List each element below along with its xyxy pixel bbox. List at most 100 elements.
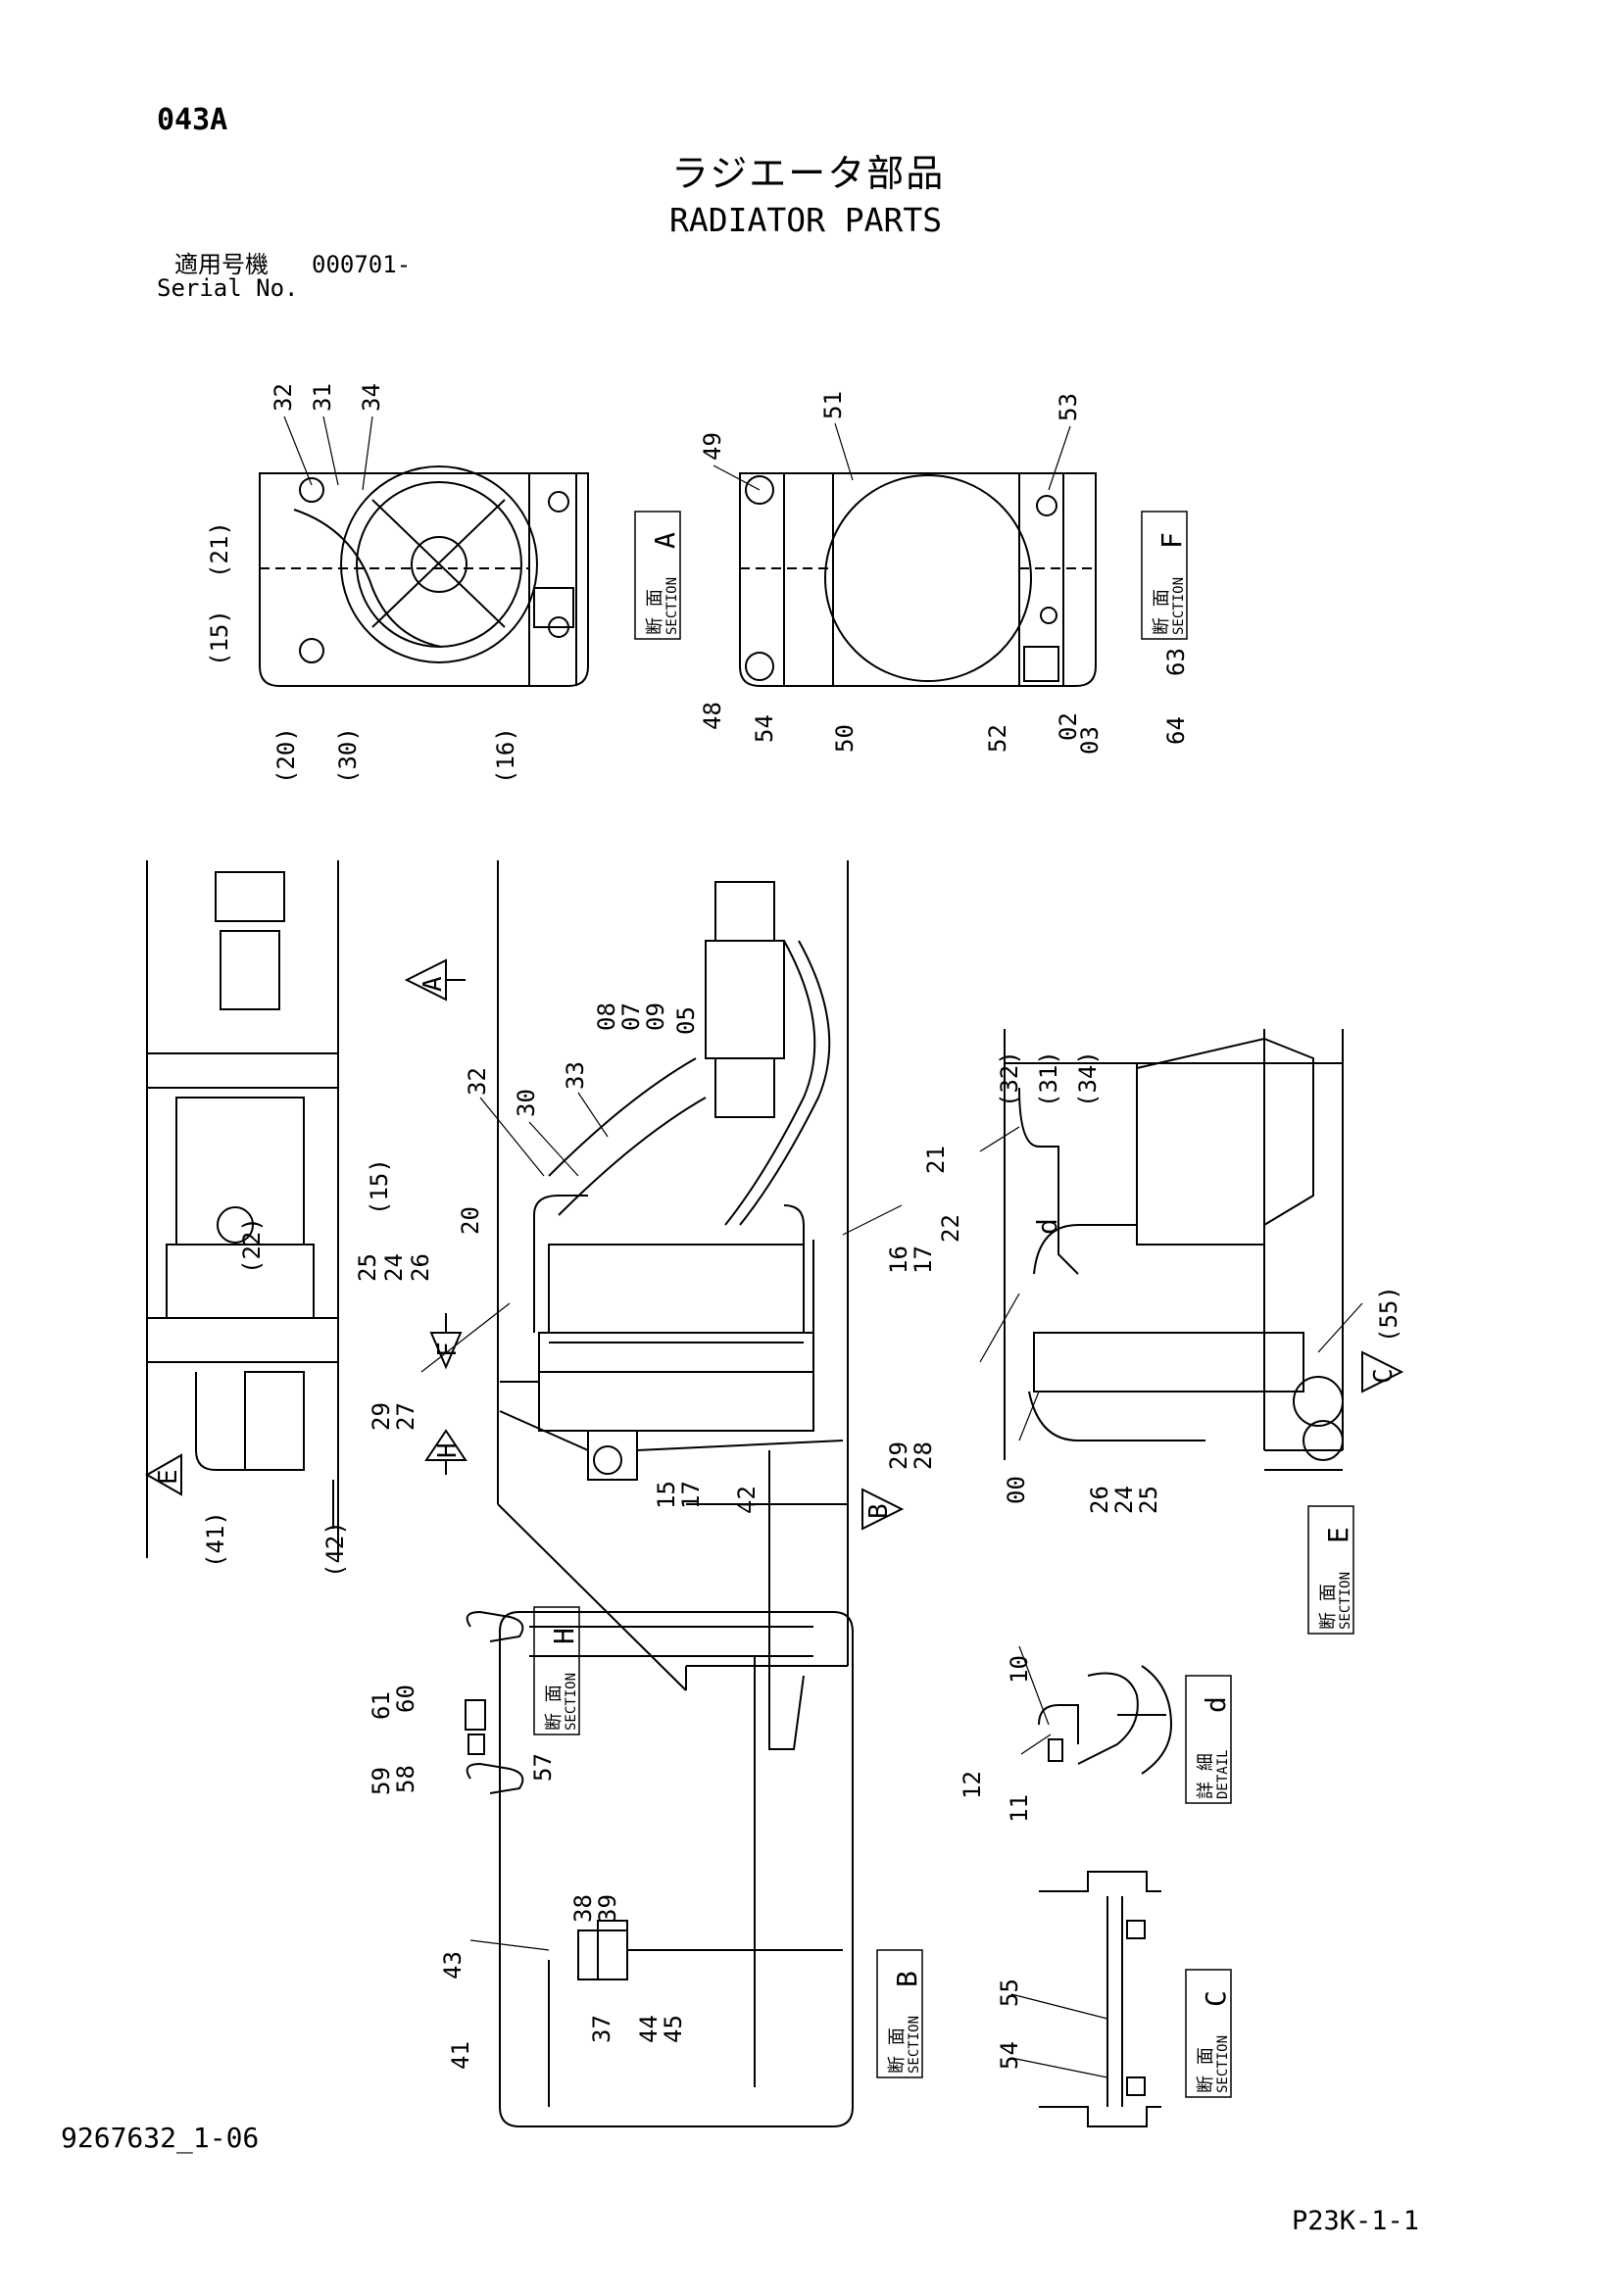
section-c-view: [1039, 1871, 1161, 2127]
view-arrow-b-label: B: [864, 1503, 894, 1519]
section-e-jp: 断 面: [1318, 1584, 1339, 1630]
callout: 10: [1006, 1655, 1033, 1684]
section-e-label-box: [1307, 1505, 1354, 1635]
section-b-en: SECTION: [907, 2016, 922, 2074]
callout: 27: [392, 1402, 419, 1431]
view-arrow-a-label: A: [418, 976, 448, 992]
callout: 58: [392, 1765, 419, 1793]
view-arrow-b: [861, 1488, 905, 1531]
callout: 54: [996, 2041, 1023, 2070]
section-a-view: [259, 465, 589, 687]
callout: 44: [635, 2015, 663, 2043]
callout: (31): [1035, 1050, 1062, 1107]
section-b-label-box: [876, 1949, 923, 2078]
page-reference: P23K-1-1: [1292, 2206, 1420, 2236]
callout: 29: [368, 1402, 395, 1431]
callout: (16): [492, 727, 519, 784]
section-f-label-box: [1141, 511, 1188, 640]
callout: 02: [1055, 712, 1082, 741]
callout: 20: [457, 1206, 484, 1235]
main-assembly-view: [497, 860, 849, 1750]
callout: (30): [334, 727, 362, 784]
view-arrow-a: [404, 958, 466, 1001]
view-arrow-h: [424, 1429, 467, 1475]
callout: 21: [922, 1146, 950, 1174]
section-h-letter: H: [548, 1628, 580, 1644]
callout: 26: [407, 1253, 434, 1282]
callout: 09: [642, 1002, 669, 1031]
callout: 41: [447, 2041, 474, 2070]
section-a-label-box: [634, 511, 681, 640]
callout: 52: [984, 724, 1011, 753]
section-f-en: SECTION: [1171, 577, 1187, 635]
section-a-letter: A: [649, 532, 681, 549]
detail-d-view: [1038, 1665, 1173, 1775]
callout: 07: [617, 1002, 645, 1031]
section-h-label-box: [533, 1606, 580, 1735]
callout: 57: [529, 1753, 557, 1782]
callout: 25: [354, 1253, 381, 1282]
page-code: 043A: [157, 103, 228, 137]
view-arrow-f-label: F: [433, 1342, 463, 1357]
callout: 24: [1110, 1486, 1138, 1514]
section-h-en: SECTION: [564, 1673, 579, 1731]
callout: (20): [272, 727, 300, 784]
view-arrow-f: [429, 1313, 463, 1370]
left-plan-view: [146, 860, 339, 1558]
section-c-en: SECTION: [1215, 2035, 1231, 2093]
section-e-letter: E: [1322, 1527, 1354, 1543]
callout: (34): [1074, 1050, 1102, 1107]
view-arrow-e: [144, 1453, 182, 1496]
callout: 54: [751, 714, 778, 743]
section-e-en: SECTION: [1338, 1572, 1353, 1630]
callout: (32): [996, 1050, 1023, 1107]
section-c-jp: 断 面: [1196, 2047, 1216, 2093]
callout: 34: [358, 383, 385, 412]
callout: (41): [202, 1511, 229, 1568]
callout: (22): [238, 1217, 266, 1274]
callout: 28: [909, 1441, 937, 1470]
callout: 38: [569, 1894, 597, 1923]
section-a-jp: 断 面: [645, 589, 665, 635]
detail-d-en: DETAIL: [1215, 1749, 1231, 1799]
callout: 63: [1162, 648, 1190, 676]
callout: 37: [588, 2015, 615, 2043]
callout: 61: [368, 1691, 395, 1720]
section-c-label-box: [1185, 1969, 1232, 2098]
callout: 26: [1086, 1486, 1113, 1514]
view-arrow-e-label: E: [154, 1469, 183, 1485]
callout: 59: [368, 1767, 395, 1795]
view-arrow-c-label: C: [1369, 1368, 1399, 1384]
callout: 08: [593, 1002, 620, 1031]
callout: 60: [392, 1685, 419, 1713]
callout: 33: [562, 1061, 589, 1090]
callout: 16: [885, 1246, 912, 1274]
section-b-view: [499, 1611, 854, 2127]
callout: 00: [1003, 1476, 1030, 1504]
callout: 32: [270, 383, 297, 412]
callout: 30: [513, 1089, 540, 1117]
callout: (55): [1375, 1286, 1402, 1343]
callout: (15): [206, 610, 233, 666]
callout: (42): [321, 1521, 349, 1578]
callout: 32: [464, 1067, 491, 1096]
callout: 17: [909, 1246, 937, 1274]
callout: 45: [660, 2015, 687, 2043]
callout: 51: [819, 391, 847, 419]
detail-d-letter: d: [1200, 1696, 1232, 1713]
callout: 64: [1162, 716, 1190, 745]
callout: 43: [439, 1951, 467, 1979]
callout: 22: [937, 1214, 964, 1243]
title-english: RADIATOR PARTS: [669, 201, 943, 239]
callout: 05: [672, 1006, 700, 1035]
callout: 48: [699, 702, 726, 730]
callout: 15: [653, 1481, 680, 1509]
view-arrow-c: [1361, 1350, 1404, 1393]
callout: 29: [885, 1441, 912, 1470]
title-japanese: ラジエータ部品: [671, 152, 946, 195]
callout: 42: [733, 1486, 761, 1514]
serial-label-jp: 適用号機: [174, 251, 269, 278]
section-f-letter: F: [1155, 532, 1188, 549]
callout: 12: [958, 1771, 986, 1799]
